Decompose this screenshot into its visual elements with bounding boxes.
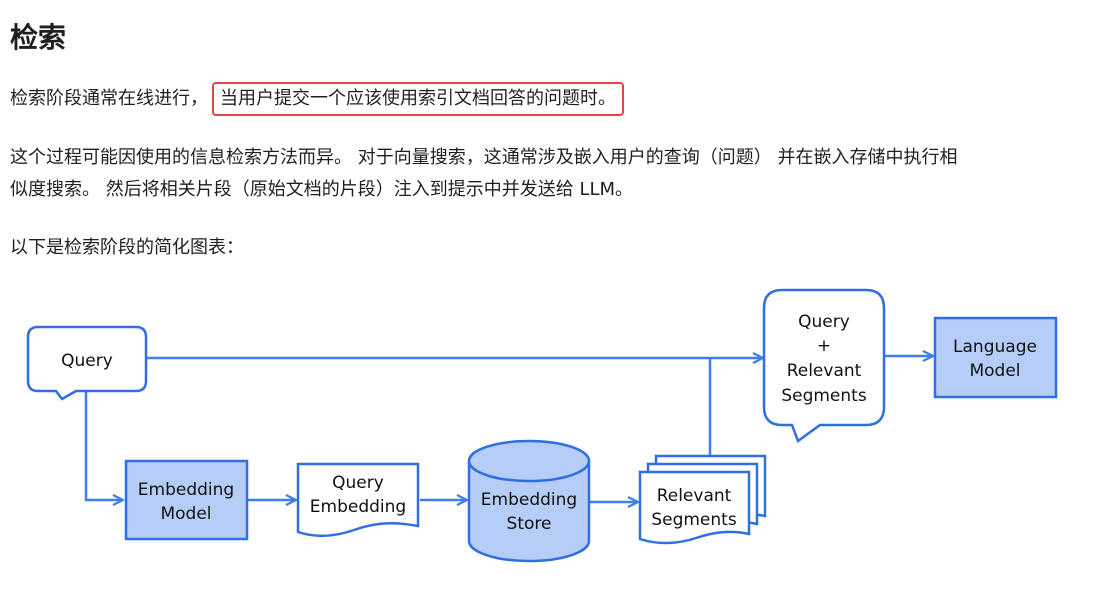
relevant-segments-label-1: Relevant <box>657 486 732 506</box>
combined-label-1: Query <box>798 312 850 332</box>
node-query: Query <box>26 325 148 401</box>
node-embedding-store: Embedding Store <box>467 439 591 563</box>
combined-label-4: Segments <box>781 386 867 406</box>
diagram-intro: 以下是检索阶段的简化图表： <box>10 237 244 258</box>
highlighted-sentence: 当用户提交一个应该使用索引文档回答的问题时。 <box>212 82 624 116</box>
node-query-embedding: Query Embedding <box>296 462 420 538</box>
segments-doc-front <box>638 470 751 545</box>
intro-text: 检索阶段通常在线进行， <box>10 88 208 109</box>
embedding-store-label-1: Embedding <box>481 490 577 510</box>
node-relevant-segments: Relevant Segments <box>638 454 767 545</box>
diagram-connectors <box>84 356 932 502</box>
body-paragraph-line-2: 似度搜索。 然后将相关片段（原始文档的片段）注入到提示中并发送给 LLM。 <box>10 179 634 200</box>
language-model-box <box>933 316 1058 399</box>
query-embedding-label-1: Query <box>332 473 384 493</box>
combined-label-3: Relevant <box>787 361 862 381</box>
node-language-model: Language Model <box>933 316 1058 399</box>
retrieval-diagram: Query Embedding Model Query Embedding Em… <box>26 288 1058 563</box>
combined-label-2: + <box>817 336 831 356</box>
embedding-model-label-1: Embedding <box>138 480 234 500</box>
query-embedding-doc-shape <box>296 462 420 538</box>
page-title: 检索 <box>10 21 67 54</box>
body-paragraph-line-1: 这个过程可能因使用的信息检索方法而异。 对于向量搜索，这通常涉及嵌入用户的查询（… <box>10 147 958 168</box>
intro-paragraph: 检索阶段通常在线进行，当用户提交一个应该使用索引文档回答的问题时。 <box>10 82 624 116</box>
node-query-plus-segments: Query + Relevant Segments <box>762 288 886 443</box>
query-label: Query <box>61 351 113 371</box>
embedding-store-cylinder-body <box>467 461 591 563</box>
arrow-query-to-embedding-model <box>84 392 122 500</box>
embedding-model-box <box>124 459 249 541</box>
embedding-store-cylinder-top <box>467 439 591 483</box>
combined-callout-shape <box>762 288 886 443</box>
query-callout-shape <box>26 325 148 401</box>
relevant-segments-label-2: Segments <box>651 510 737 530</box>
language-model-label-1: Language <box>953 337 1037 357</box>
embedding-model-label-2: Model <box>160 504 211 524</box>
language-model-label-2: Model <box>969 361 1020 381</box>
node-embedding-model: Embedding Model <box>124 459 249 541</box>
embedding-store-label-2: Store <box>507 514 552 534</box>
query-embedding-label-2: Embedding <box>310 497 406 517</box>
